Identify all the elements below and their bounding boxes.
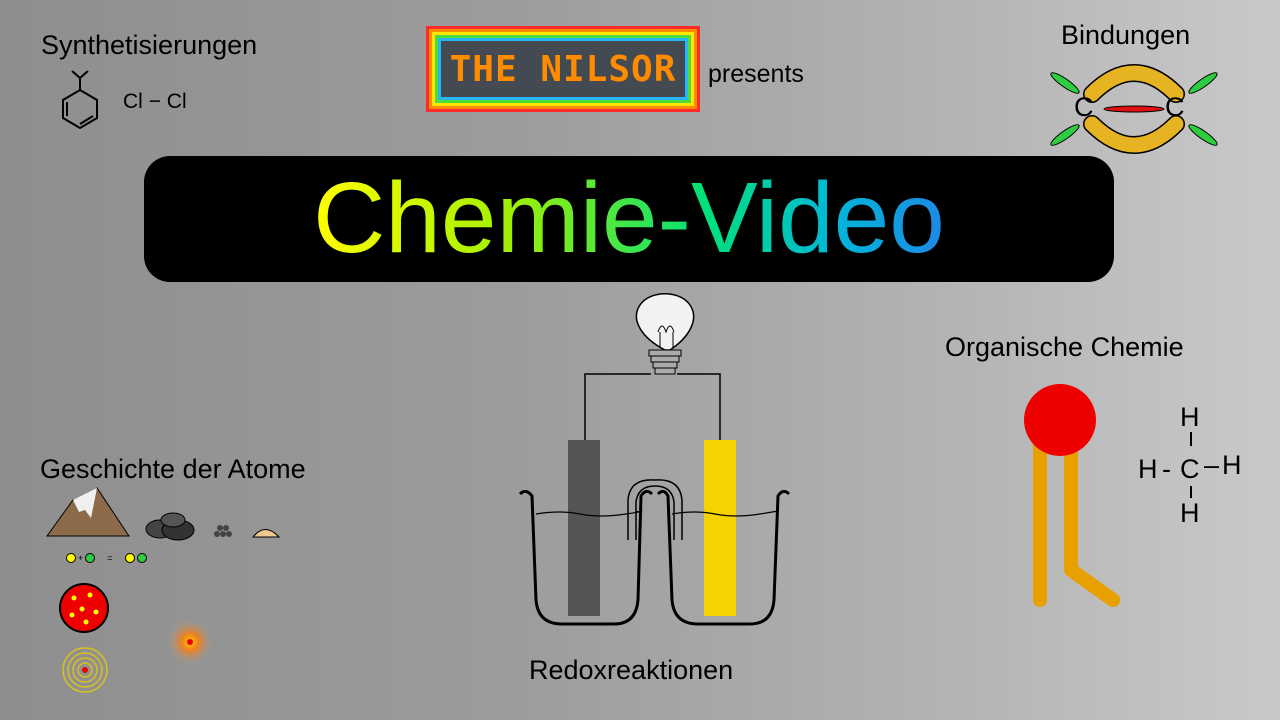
carbon-right: C bbox=[1165, 92, 1185, 122]
atom-dot-icon bbox=[85, 553, 96, 563]
pebble-icon bbox=[214, 531, 220, 537]
bond-line bbox=[1190, 432, 1192, 446]
cl-left: Cl bbox=[123, 90, 143, 113]
atom-dot-icon bbox=[136, 553, 147, 563]
bohr-atom-icon bbox=[62, 647, 108, 693]
methane-h-left: H bbox=[1138, 454, 1158, 484]
presents-label: presents bbox=[708, 60, 804, 88]
nilsor-logo: THE NILSOR bbox=[426, 26, 700, 112]
methane-c: C bbox=[1180, 454, 1200, 484]
atom-history-label: Geschichte der Atome bbox=[40, 454, 306, 484]
chlorine-formula: Cl − Cl bbox=[123, 90, 187, 114]
synthesis-label: Synthetisierungen bbox=[41, 30, 258, 60]
orbital-lobe-icon bbox=[1188, 72, 1218, 94]
atom-dot-icon bbox=[66, 553, 76, 563]
methane-h-right: H bbox=[1222, 450, 1242, 480]
rock-icon bbox=[160, 512, 186, 528]
methane-bond-right: – bbox=[1204, 450, 1220, 480]
bonds-label: Bindungen bbox=[1061, 20, 1191, 50]
methane-structure: H H - C – H H bbox=[1120, 390, 1260, 530]
mountain-rocks-icon bbox=[46, 487, 281, 541]
video-title: Chemie-Video bbox=[313, 162, 945, 274]
double-bond-diagram-icon bbox=[1050, 64, 1218, 154]
orbital-lobe-icon bbox=[1050, 124, 1080, 146]
carbon-left: C bbox=[1074, 92, 1094, 122]
methane-bond-left: - bbox=[1162, 454, 1171, 484]
benzene-ring-icon bbox=[62, 70, 98, 130]
cl-right: Cl bbox=[166, 90, 187, 113]
light-bulb-icon bbox=[635, 293, 695, 375]
bond-line bbox=[1190, 486, 1192, 498]
atom-dot-icon bbox=[124, 553, 135, 563]
sand-icon bbox=[251, 529, 281, 538]
redox-label: Redoxreaktionen bbox=[529, 655, 734, 685]
lipid-molecule-icon bbox=[1024, 384, 1120, 607]
logo-text: THE NILSOR bbox=[449, 48, 677, 90]
zinc-electrode bbox=[568, 440, 600, 616]
organic-label: Organische Chemie bbox=[945, 332, 1184, 362]
plus-sign: + bbox=[78, 553, 84, 563]
orbital-lobe-icon bbox=[1050, 72, 1080, 94]
title-banner bbox=[144, 156, 1114, 282]
atom-models-icon bbox=[59, 583, 214, 693]
title-svg: Chemie-Video bbox=[313, 162, 945, 274]
methane-h-top: H bbox=[1180, 402, 1200, 432]
cl-bond: − bbox=[148, 90, 161, 113]
orbital-lobe-icon bbox=[1188, 124, 1218, 146]
galvanic-cell-icon bbox=[518, 293, 791, 626]
equals-sign: = bbox=[107, 553, 113, 563]
methane-h-bottom: H bbox=[1180, 498, 1200, 528]
copper-electrode bbox=[704, 440, 736, 616]
atom-equation: + = bbox=[66, 553, 147, 563]
